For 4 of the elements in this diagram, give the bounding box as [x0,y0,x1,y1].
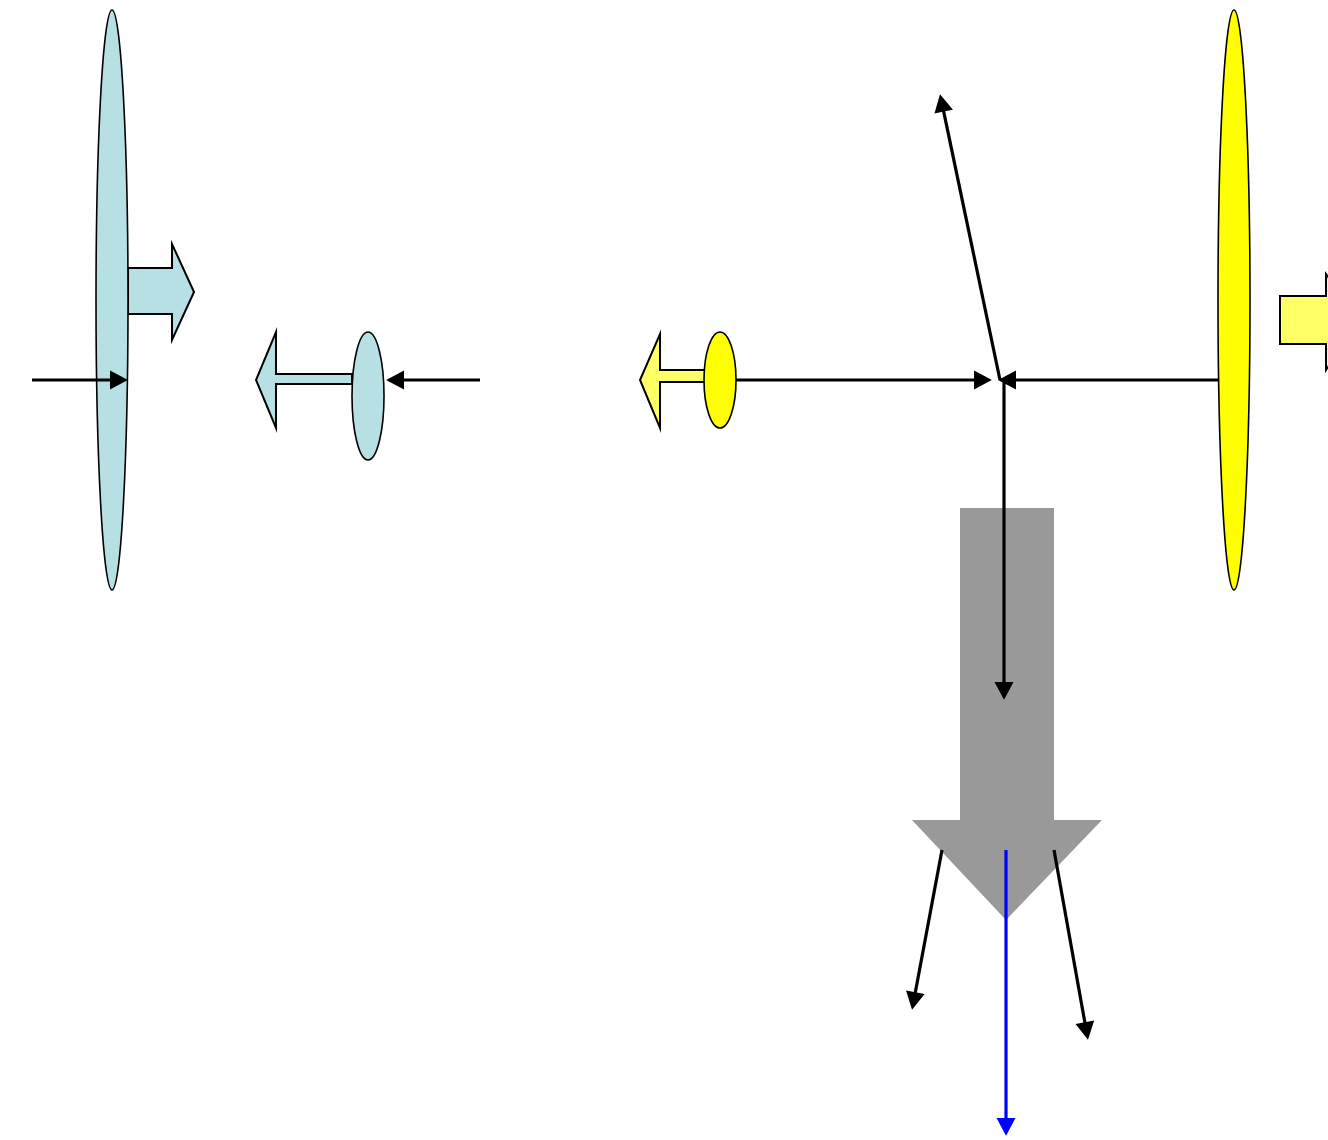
ellipse-shape [351,331,385,461]
ellipse-shape [1217,9,1251,591]
ellipse-shape [95,9,129,591]
ellipse-shape [703,331,737,429]
